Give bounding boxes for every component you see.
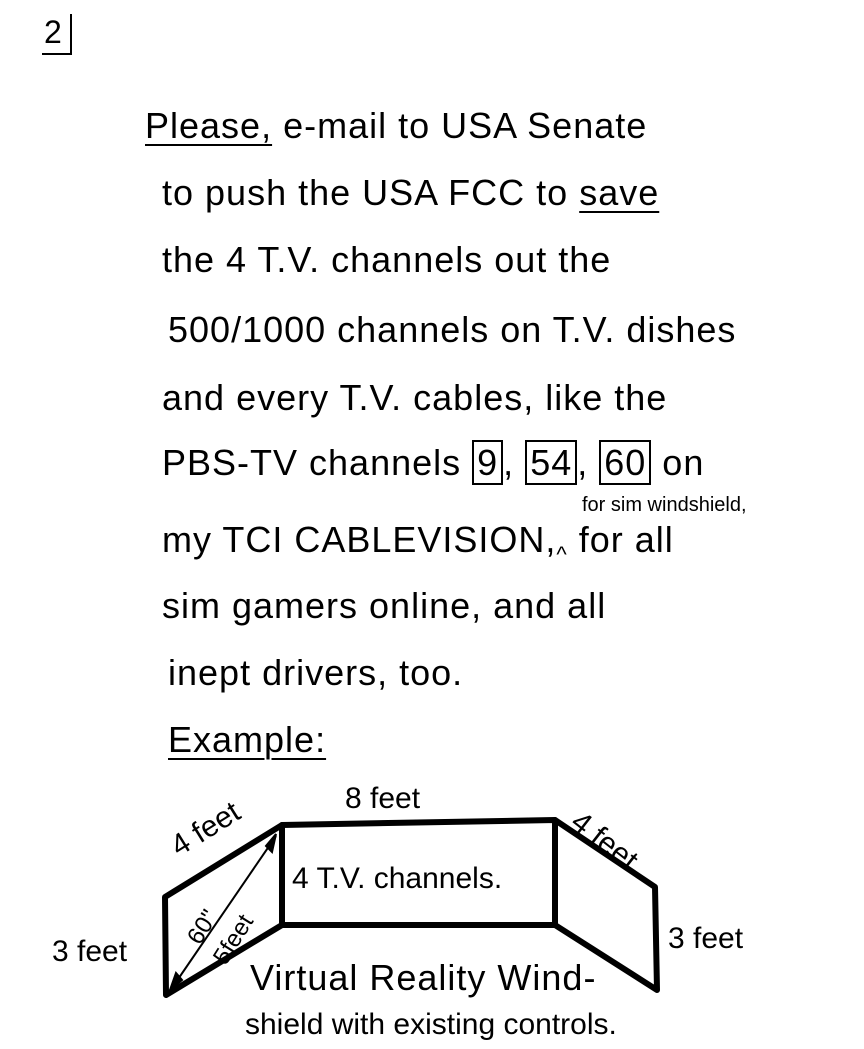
caption-line-1: Virtual Reality Wind-	[250, 957, 597, 998]
left-side-label: 3 feet	[52, 935, 128, 968]
separator: ,	[503, 442, 526, 483]
caption-line-2: shield with existing controls.	[245, 1008, 617, 1041]
letter-line-7: my TCI CABLEVISION,^ for all	[162, 522, 674, 566]
page-number: 2	[42, 14, 72, 55]
please-emphasis: Please,	[145, 105, 273, 146]
letter-line-1: Please, e-mail to USA Senate	[145, 108, 647, 144]
letter-line-4: 500/1000 channels on T.V. dishes	[168, 309, 737, 350]
letter-line-2: to push the USA FCC to save	[162, 175, 659, 211]
example-label: Example:	[168, 719, 327, 760]
save-emphasis: save	[579, 172, 660, 213]
letter-line-6: PBS-TV channels 9, 54, 60 on	[162, 440, 705, 485]
channel-box: 60	[599, 440, 652, 485]
line-text: PBS-TV channels	[162, 442, 473, 483]
right-panel	[552, 817, 660, 993]
channel-box: 54	[525, 440, 578, 485]
diagonal-arrow	[167, 833, 277, 994]
line-text: e-mail to USA Senate	[272, 105, 648, 146]
center-panel-label: 4 T.V. channels.	[292, 862, 503, 895]
line-text: to push the USA FCC to	[162, 172, 580, 213]
insertion-note: for sim windshield,	[582, 494, 747, 516]
separator: ,	[577, 442, 600, 483]
channel-box: 9	[472, 440, 504, 485]
letter-line-5: and every T.V. cables, like the	[162, 377, 668, 418]
right-side-label: 3 feet	[668, 922, 744, 955]
line-text: my TCI CABLEVISION,	[162, 519, 557, 560]
caret-mark: ^	[556, 542, 568, 567]
letter-line-8: sim gamers online, and all	[162, 585, 607, 626]
line-text: on	[651, 442, 705, 483]
letter-line-3: the 4 T.V. channels out the	[162, 239, 612, 280]
letter-line-9: inept drivers, too.	[168, 652, 464, 693]
top-width-label: 8 feet	[345, 782, 421, 815]
line-text: for all	[567, 519, 674, 560]
